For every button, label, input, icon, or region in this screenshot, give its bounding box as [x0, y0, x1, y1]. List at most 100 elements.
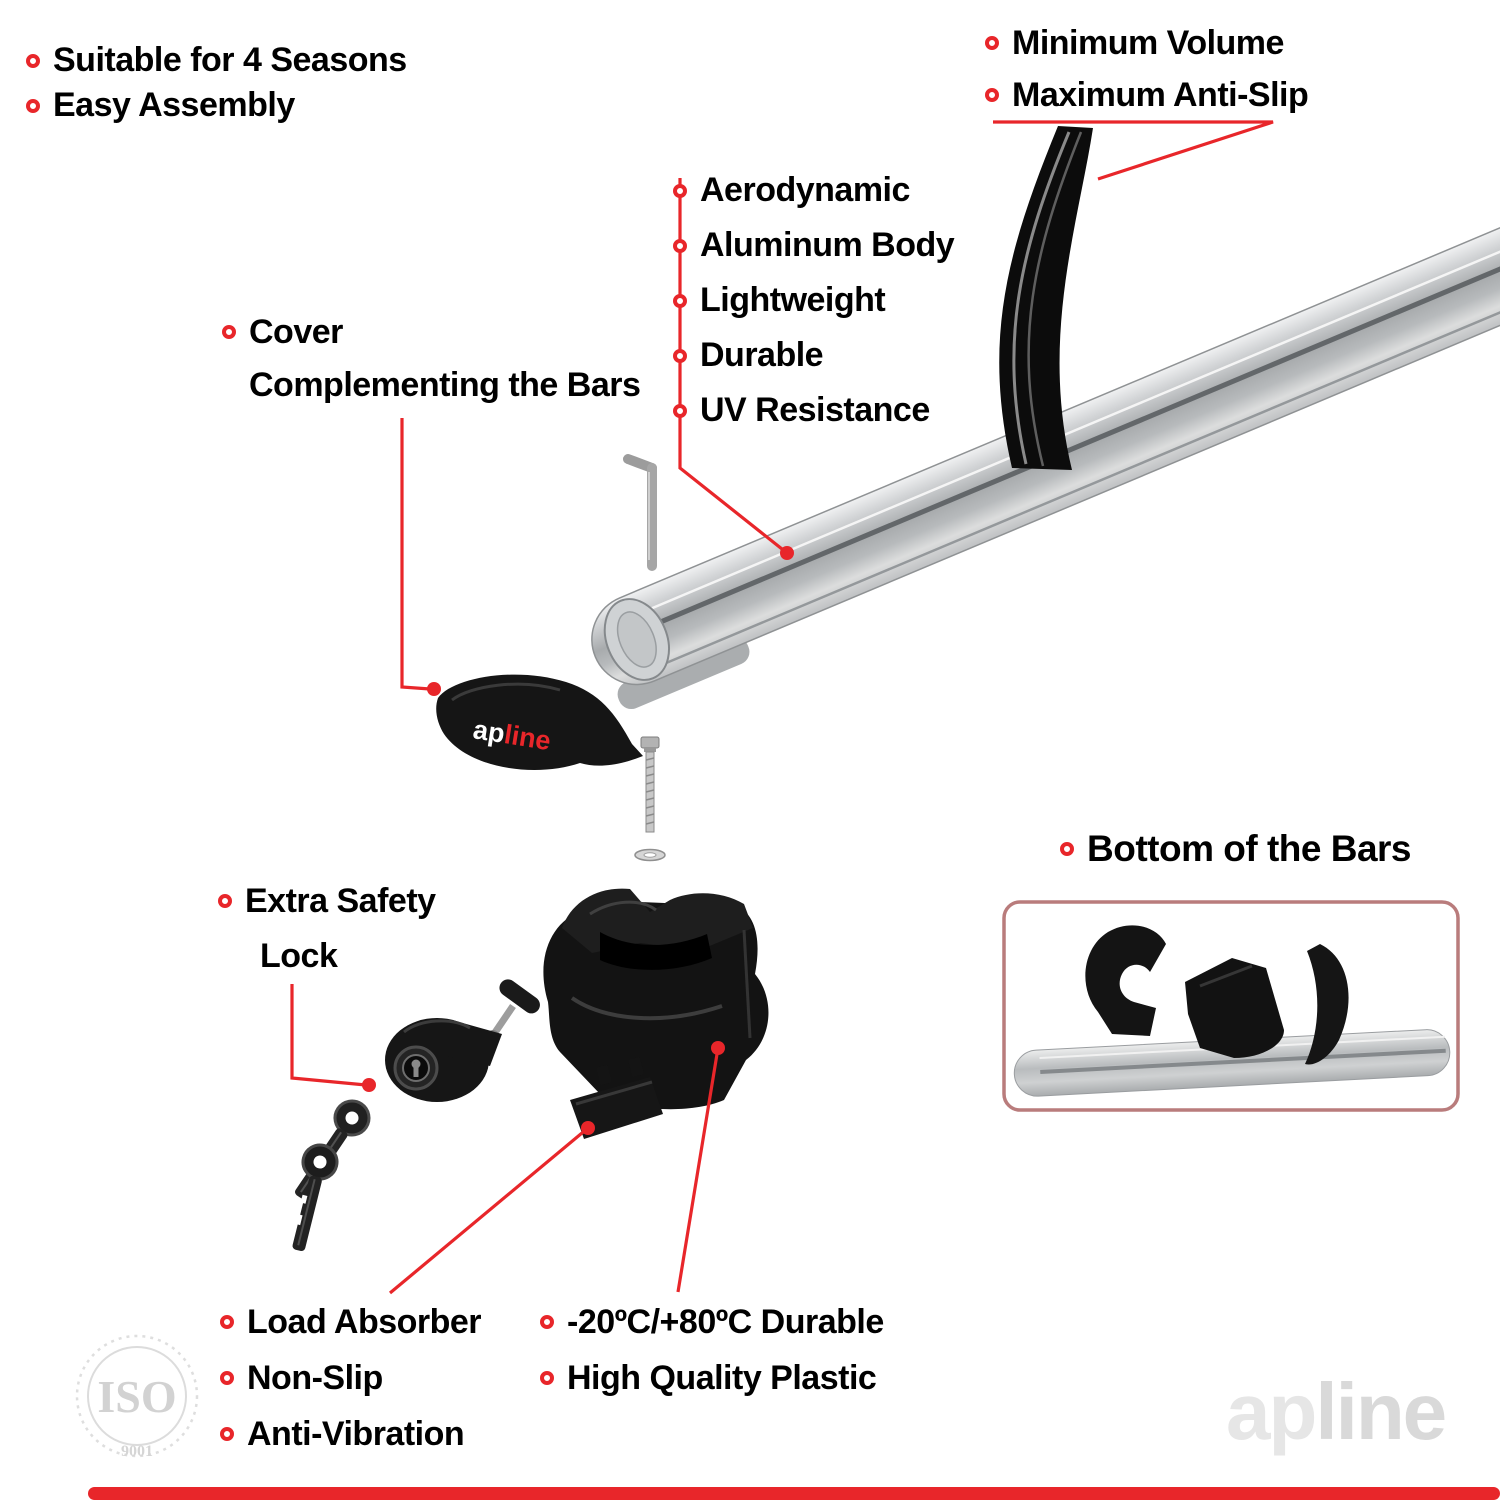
feature-label: Durable: [700, 336, 824, 374]
feature-label: Complementing the Bars: [249, 365, 641, 404]
leader-line-cover: [400, 418, 431, 691]
leader-line-anti-slip: [993, 120, 1274, 181]
leader-line-bar-features: [678, 178, 788, 555]
bottom-red-bar: [88, 1487, 1500, 1500]
lock-art: [385, 979, 540, 1102]
feature-label: -20ºC/+80ºC Durable: [567, 1302, 884, 1341]
bullet-icon: [220, 1427, 234, 1441]
bar-feature-labels: Aerodynamic Aluminum Body Lightweight Du…: [673, 163, 955, 438]
cover-label: Cover Complementing the Bars: [222, 310, 641, 416]
leader-dot-foot: [711, 1041, 725, 1055]
bottom-bars-box: [1002, 900, 1460, 1112]
feature-item: Maximum Anti-Slip: [985, 66, 1309, 124]
feature-label: Lock: [260, 936, 338, 975]
feature-item: Durable: [673, 328, 954, 383]
bar-body: [591, 163, 1500, 686]
bullet-icon: [26, 53, 40, 68]
leader-line-load-absorber: [388, 1126, 590, 1295]
key-2: [292, 1143, 339, 1252]
detail-hook-art: [1085, 925, 1166, 1036]
feature-label: Suitable for 4 Seasons: [53, 41, 407, 79]
brand-watermark: apline: [1226, 1366, 1447, 1458]
bar-slot-line: [642, 183, 1500, 632]
bullet-icon: [673, 348, 687, 363]
leader-line-plastic: [676, 1047, 720, 1293]
feature-label: Aluminum Body: [700, 226, 955, 264]
top-left-labels: Suitable for 4 Seasons Easy Assembly: [26, 38, 407, 128]
lock-handle: [499, 979, 540, 1014]
cover-logo-ap: ap: [471, 714, 507, 749]
feature-item: Anti-Vibration: [220, 1406, 481, 1462]
feature-label: Bottom of the Bars: [1087, 828, 1412, 869]
feature-item: Lock: [218, 924, 436, 988]
bullet-icon: [540, 1315, 554, 1329]
bullet-icon: [220, 1371, 234, 1385]
feature-label: Minimum Volume: [1012, 23, 1284, 62]
feature-item: Non-Slip: [220, 1350, 481, 1406]
bullet-icon: [673, 238, 687, 253]
feature-label: Anti-Vibration: [247, 1414, 465, 1453]
bullet-icon: [673, 293, 687, 308]
rubber-strip-art: [999, 126, 1093, 470]
feature-label: High Quality Plastic: [567, 1358, 877, 1397]
bullet-icon: [985, 88, 999, 102]
feature-item: Easy Assembly: [26, 83, 407, 128]
iso-text: ISO: [97, 1371, 176, 1422]
safety-lock-label: Extra Safety Lock: [218, 878, 436, 988]
bolt-art: [640, 736, 660, 833]
cover-logo: apline: [471, 714, 553, 756]
bar-shade-line: [663, 221, 1500, 666]
watermark-line: line: [1315, 1367, 1447, 1456]
leader-dot-endcap: [581, 1121, 595, 1135]
bar-highlight-line: [641, 169, 1500, 614]
bullet-icon: [218, 894, 232, 908]
watermark-ap: ap: [1226, 1367, 1317, 1456]
detail-bar-art: [1013, 1029, 1451, 1097]
feature-item: Cover: [222, 310, 640, 354]
leader-line-lock: [290, 984, 367, 1087]
feature-item: Complementing the Bars: [222, 354, 641, 416]
feature-item: Aerodynamic: [673, 163, 954, 218]
bullet-icon: [1060, 842, 1074, 856]
feature-item: Load Absorber: [220, 1294, 482, 1350]
rubber-strip-ridge2: [1027, 131, 1083, 467]
feature-item: Minimum Volume: [985, 20, 1308, 66]
foot-clamp-art: [543, 888, 769, 1110]
bar-cover-art: apline: [436, 674, 643, 770]
detail-strip-art: [1305, 944, 1349, 1065]
feature-item: -20ºC/+80ºC Durable: [540, 1294, 884, 1350]
feature-label: Maximum Anti-Slip: [1012, 75, 1309, 114]
bullet-icon: [985, 36, 999, 50]
feature-item: High Quality Plastic: [540, 1350, 884, 1406]
bullet-icon: [222, 325, 236, 339]
bar-end-inner: [616, 611, 657, 668]
leader-dot-lock: [362, 1078, 376, 1092]
washer-art: [634, 848, 666, 862]
allen-key-icon: [623, 454, 657, 571]
feature-label: Load Absorber: [247, 1302, 482, 1341]
feature-item: Bottom of the Bars: [1060, 826, 1412, 872]
feature-item: Lightweight: [673, 273, 954, 328]
feature-item: Extra Safety: [218, 878, 436, 924]
leader-lines: [290, 120, 1274, 1295]
feature-label: Extra Safety: [245, 881, 436, 920]
feature-item: Aluminum Body: [673, 218, 955, 273]
feature-label: Easy Assembly: [53, 86, 295, 124]
cover-body: [436, 674, 643, 770]
iso-badge: ISO 9001: [75, 1334, 199, 1460]
rubber-strip-body: [999, 126, 1093, 470]
feature-label: Aerodynamic: [700, 171, 910, 209]
feature-label: UV Resistance: [700, 391, 930, 429]
lock-shaft: [491, 1004, 516, 1036]
feature-label: Cover: [249, 312, 343, 351]
foot-feature-labels: Load Absorber Non-Slip Anti-Vibration: [220, 1294, 482, 1462]
feature-label: Lightweight: [700, 281, 886, 319]
top-right-labels: Minimum Volume Maximum Anti-Slip: [985, 20, 1309, 124]
bottom-bars-label: Bottom of the Bars: [1060, 826, 1412, 872]
bullet-icon: [540, 1371, 554, 1385]
bullet-icon: [673, 403, 687, 418]
leader-dot-bar: [780, 546, 794, 560]
feature-item: UV Resistance: [673, 383, 954, 438]
cover-logo-line: line: [502, 719, 553, 756]
